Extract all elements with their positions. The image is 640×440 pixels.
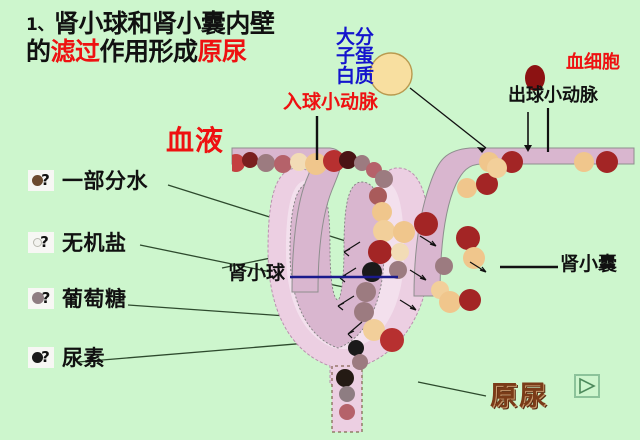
particle-dot-icon: [31, 292, 44, 304]
particle-chip-icon: ?: [28, 169, 54, 191]
particle-chip-icon: ?: [28, 287, 54, 309]
title-highlight-primary-urine: 原尿: [197, 37, 248, 66]
label-big-protein-line1: 大分: [336, 26, 375, 48]
leader-line-primary-urine: [417, 381, 487, 397]
legend-item-inorganic-salt: ? 无机盐: [28, 227, 127, 257]
particle-dot-icon: [33, 237, 43, 247]
pointer-big-protein: [409, 87, 487, 149]
next-slide-play-button[interactable]: [574, 374, 600, 398]
page-title: 1、肾小球和肾小囊内壁 的滤过作用形成原尿: [26, 10, 356, 66]
filtration-arrows: [337, 235, 487, 339]
label-glomerulus: 肾小球: [228, 262, 286, 284]
question-mark-icon: ?: [40, 232, 49, 251]
capillary-cells-left: [348, 170, 404, 370]
particle-chip-icon: ?: [28, 346, 54, 368]
label-blood: 血液: [166, 124, 225, 157]
pointer-arrows: [315, 87, 550, 160]
big-protein-molecule-icon: [369, 52, 413, 96]
legend-label-urea: 尿素: [62, 346, 105, 370]
label-big-protein: 大分 子蛋 白质: [336, 26, 375, 87]
label-renal-capsule: 肾小囊: [560, 253, 618, 275]
blood-cell-icon: [525, 65, 545, 91]
left-vessel-cells: [232, 150, 344, 175]
capillary-cells-inner: [389, 212, 481, 313]
label-afferent-arteriole: 入球小动脉: [283, 91, 379, 113]
question-mark-icon: ?: [41, 288, 51, 307]
legend-label-glucose: 葡萄糖: [62, 287, 127, 311]
label-efferent-arteriole: 出球小动脉: [508, 85, 598, 106]
legend-item-urea: ? 尿素: [28, 342, 105, 372]
capillary-cells-right: [456, 158, 507, 269]
title-line2-a: 的: [26, 37, 51, 66]
legend-label-inorganic-salt: 无机盐: [62, 231, 127, 255]
legend-label-water: 一部分水: [62, 169, 148, 193]
label-big-protein-line3: 白质: [336, 64, 375, 87]
particle-dot-icon: [32, 174, 44, 186]
question-mark-icon: ?: [41, 347, 50, 366]
particle-chip-icon: ?: [28, 231, 54, 253]
title-line1: 肾小球和肾小囊内壁: [53, 9, 275, 38]
dark-cell: [339, 151, 357, 169]
play-triangle-icon: [579, 377, 596, 395]
grey-cell: [354, 155, 370, 171]
title-highlight-filtration: 滤过: [50, 37, 101, 66]
right-vessel-cells: [479, 151, 618, 173]
title-number: 1、: [26, 15, 54, 35]
label-blood-cell: 血细胞: [566, 52, 620, 73]
legend-item-water: ? 一部分水: [28, 165, 148, 195]
question-mark-icon: ?: [41, 170, 50, 189]
legend-item-glucose: ? 葡萄糖: [28, 283, 127, 313]
urine-particles: [336, 369, 355, 420]
particle-dot-icon: [32, 351, 44, 363]
title-line2-b: 作用形成: [99, 37, 199, 66]
label-primary-urine: 原尿: [490, 381, 548, 412]
label-big-protein-line2: 子蛋: [336, 45, 375, 68]
